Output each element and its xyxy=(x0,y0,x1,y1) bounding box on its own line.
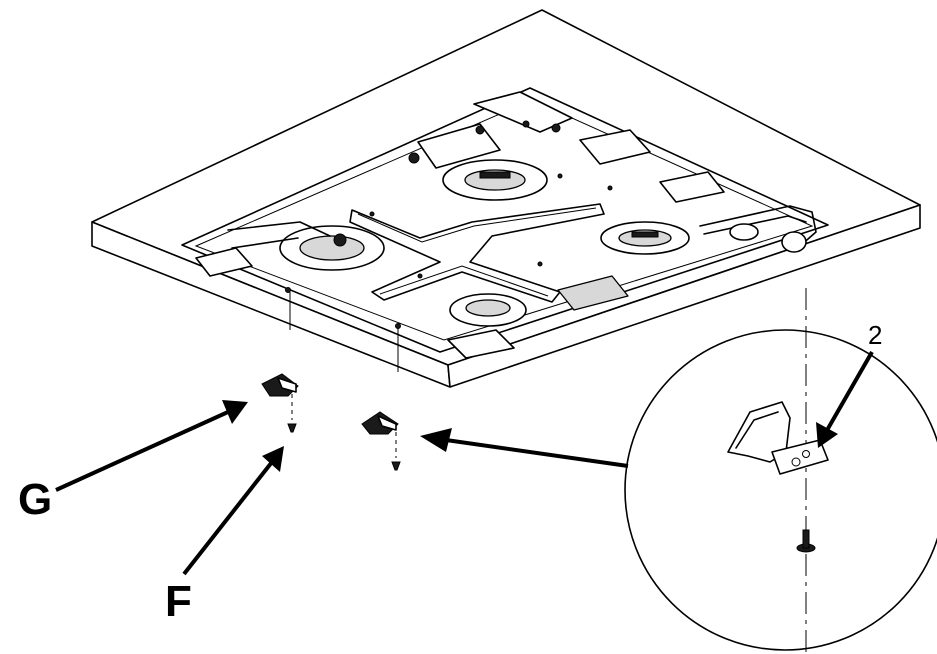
arrow-g-icon xyxy=(55,400,248,492)
bracket-left-icon xyxy=(261,373,299,397)
detail-leader-arrow-icon xyxy=(420,428,629,468)
detail-circle xyxy=(624,288,937,654)
arrow-2-icon xyxy=(816,351,874,448)
housing-center-top xyxy=(442,159,548,201)
callout-label-g: G xyxy=(18,475,53,524)
detail-bracket-icon xyxy=(727,401,829,475)
screw-left-icon xyxy=(287,423,297,433)
bracket-right-icon xyxy=(361,411,399,435)
screw-right-icon xyxy=(391,461,401,471)
panel-holes xyxy=(285,120,613,329)
callout-label-2: 2 xyxy=(868,320,883,350)
alignment-lines xyxy=(289,292,399,458)
housing-left xyxy=(227,221,385,271)
housing-bottom xyxy=(449,293,527,327)
housing-right xyxy=(600,221,690,255)
pipe-connector xyxy=(699,205,817,253)
callout-label-f: F xyxy=(165,577,192,626)
detail-screw-icon xyxy=(796,529,816,553)
arrow-f-icon xyxy=(182,446,284,576)
mounting-plates xyxy=(195,91,725,359)
